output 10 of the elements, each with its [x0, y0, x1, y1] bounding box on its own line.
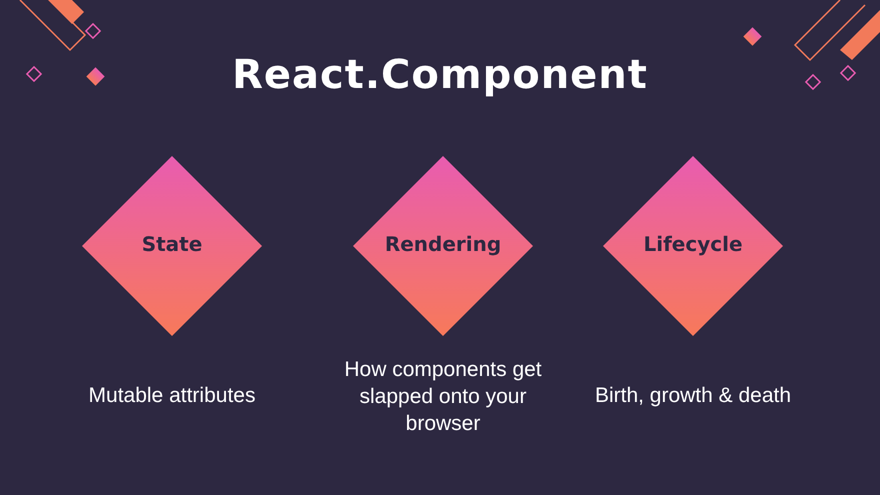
description-text: Birth, growth & death	[594, 383, 792, 409]
diamond-shape	[82, 156, 262, 336]
title: React.Component	[231, 52, 649, 98]
diamond-label: Lifecycle	[642, 232, 744, 256]
description-text: How components get slapped onto your browser	[343, 357, 543, 437]
diamond-label: State	[140, 232, 204, 256]
diamond-shape	[603, 156, 783, 336]
diamond-shape	[353, 156, 533, 336]
diamond-label: Rendering	[384, 232, 502, 256]
description-text: Mutable attributes	[88, 383, 256, 409]
